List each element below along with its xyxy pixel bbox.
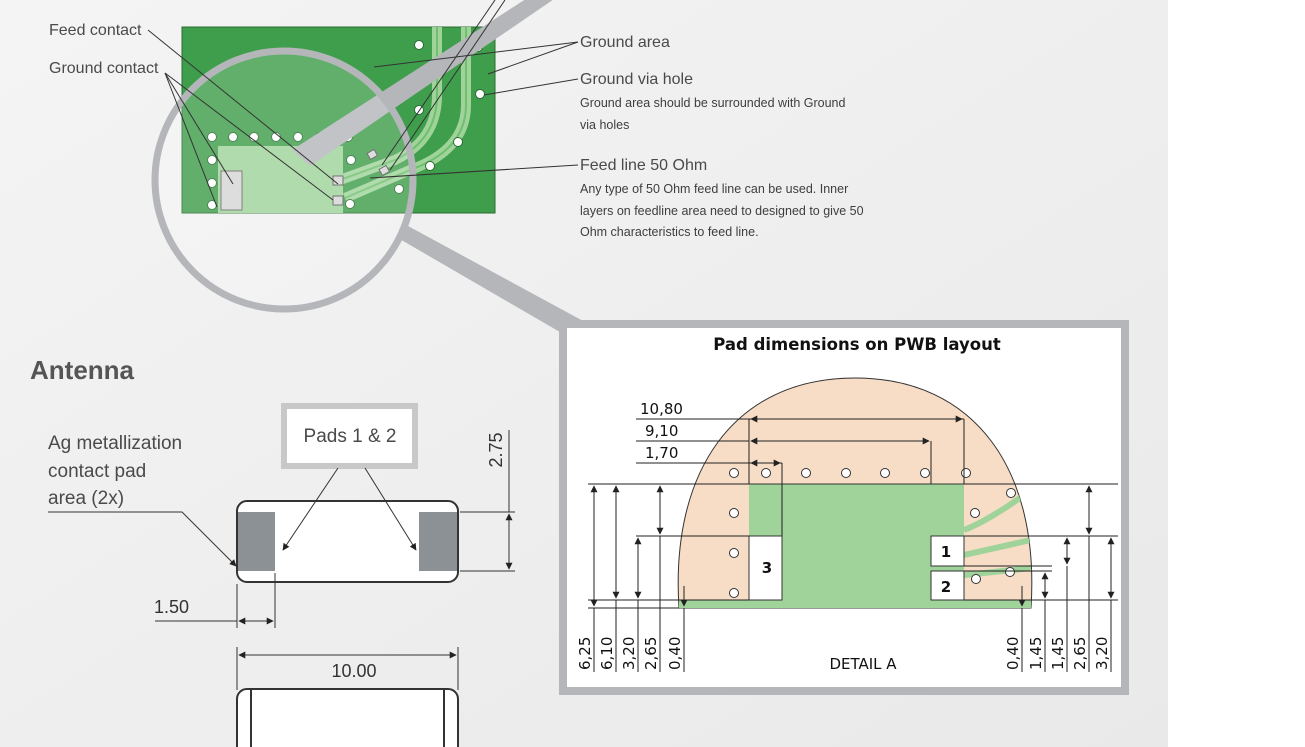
feed-line-note: layers on feedline area need to designed…: [580, 204, 864, 218]
dim-label-right: 3,20: [1093, 637, 1111, 670]
trace-pad: [378, 164, 391, 177]
dim-label-right: 2,65: [1071, 637, 1089, 670]
metallization-label: area (2x): [48, 488, 124, 509]
antenna-bottom-view: [236, 688, 459, 747]
antenna-heading: Antenna: [30, 355, 135, 385]
dim-label-right: 1,45: [1027, 637, 1045, 670]
dim-pad-width: 1.50: [154, 597, 189, 617]
magnifier-top-beam: [292, 0, 553, 166]
ground-contact-label: Ground contact: [49, 60, 159, 77]
pad-number: 1: [941, 543, 951, 561]
feed-line-note: Any type of 50 Ohm feed line can be used…: [580, 182, 848, 196]
contact-pad-right: [419, 512, 457, 571]
magnifier-bottom-beam: [398, 226, 585, 335]
svg-text:Pads 1 & 2: Pads 1 & 2: [304, 426, 397, 447]
pad-1: [930, 535, 965, 567]
pad-number: 3: [762, 559, 772, 577]
feed-line-note: Ohm characteristics to feed line.: [580, 225, 759, 239]
dim-label-left: 6,10: [598, 637, 616, 670]
detail-via-holes: [729, 468, 1016, 598]
dim-label-right: 1,45: [1049, 637, 1067, 670]
antenna-component: [236, 500, 459, 583]
antenna-dimension-lines: [155, 430, 515, 690]
detail-panel: Pad dimensions on PWB layout 3 1 2: [559, 320, 1129, 695]
pad-3: [748, 535, 783, 601]
ground-contact-pad: [220, 170, 243, 211]
dim-label-left: 2,65: [642, 637, 660, 670]
right-margin: [1168, 0, 1305, 747]
metallization-label: contact pad: [48, 461, 146, 482]
feed-line-label: Feed line 50 Ohm: [580, 157, 707, 174]
metallization-label: Ag metallization: [48, 433, 182, 454]
dim-label-top: 10,80: [640, 400, 683, 418]
contact-pad-left: [238, 512, 275, 571]
ground-via-hole-label: Ground via hole: [580, 71, 693, 88]
detail-title: Pad dimensions on PWB layout: [713, 335, 1001, 354]
dim-height: 2.75: [486, 432, 506, 467]
pad-2: [930, 570, 965, 601]
trace-pad: [366, 148, 379, 161]
pads-label-box: Pads 1 & 2: [281, 403, 418, 469]
dim-length: 10.00: [331, 661, 376, 681]
feed-contact-pad: [332, 195, 344, 206]
ground-via-note: Ground area should be surrounded with Gr…: [580, 96, 845, 110]
magnifier-lens: [151, 0, 585, 335]
antenna-leaders: [48, 467, 417, 567]
dim-label-left: 3,20: [620, 637, 638, 670]
detail-dimension-lines: [588, 415, 1118, 672]
dim-label-top: 1,70: [645, 444, 678, 462]
ground-via-note: via holes: [580, 118, 629, 132]
dim-label-top: 9,10: [645, 422, 678, 440]
dim-label-left: 6,25: [576, 637, 594, 670]
dim-label-left: 0,40: [666, 637, 684, 670]
detail-caption: DETAIL A: [829, 655, 897, 673]
callout-leaders: [147, 0, 579, 208]
pad-number: 2: [941, 578, 951, 596]
feed-contact-label: Feed contact: [49, 22, 142, 39]
ground-area-label: Ground area: [580, 34, 670, 51]
dim-label-right: 0,40: [1004, 637, 1022, 670]
